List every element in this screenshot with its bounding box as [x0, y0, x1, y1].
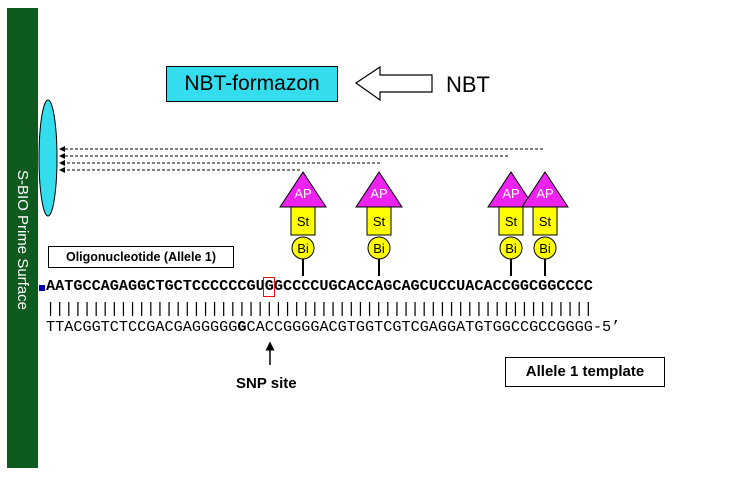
biotin-circle — [367, 236, 391, 260]
prime-surface — [7, 8, 38, 468]
streptavidin-box — [366, 206, 392, 236]
snp-base: G — [237, 318, 247, 336]
nbt-label: NBT — [446, 72, 490, 97]
streptavidin-label: St — [373, 214, 386, 229]
attachment-marker — [39, 285, 45, 291]
biotin-circle — [499, 236, 523, 260]
streptavidin-label: St — [297, 214, 310, 229]
biotin-circle — [533, 236, 557, 260]
oligonucleotide-label: Oligonucleotide (Allele 1) — [48, 246, 234, 268]
template-label: Allele 1 template — [505, 357, 665, 387]
ap-label: AP — [294, 186, 311, 201]
biotin-label: Bi — [505, 241, 517, 256]
conversion-arrow-icon — [354, 65, 433, 102]
pairing-bars: ||||||||||||||||||||||||||||||||||||||||… — [46, 300, 593, 318]
template-sequence-left: TTACGGTCTCCGACGAGGGGG — [46, 318, 238, 336]
ap-triangle — [279, 171, 327, 208]
ap-triangle — [521, 171, 569, 208]
nbt-formazon-box: NBT-formazon — [166, 66, 338, 102]
oligo-sequence: AATGCCAGAGGCTGCTCCCCCCGUGGCCCCUGCACCAGCA… — [46, 277, 593, 295]
ap-label: AP — [502, 186, 519, 201]
biotin-label: Bi — [373, 241, 385, 256]
ap-label: AP — [370, 186, 387, 201]
streptavidin-label: St — [505, 214, 518, 229]
biotin-label: Bi — [539, 241, 551, 256]
template-sequence: TTACGGTCTCCGACGAGGGGGGCACCGGGGACGTGGTCGT… — [46, 318, 620, 336]
streptavidin-box — [532, 206, 558, 236]
ap-label: AP — [536, 186, 553, 201]
streptavidin-box — [498, 206, 524, 236]
conjugate-group: Bi St AP Bi St AP Bi St AP Bi St AP — [279, 171, 569, 276]
snp-site-label: SNP site — [236, 375, 297, 392]
ap-triangle — [487, 171, 535, 208]
biotin-label: Bi — [297, 241, 309, 256]
biotin-circle — [291, 236, 315, 260]
signal-ellipse — [38, 99, 58, 217]
ap-triangle — [355, 171, 403, 208]
snp-highlight-box — [263, 277, 275, 297]
streptavidin-label: St — [539, 214, 552, 229]
template-sequence-right: CACCGGGGACGTGGTCGTCGAGGATGTGGCCGCCGGGG-5… — [246, 318, 621, 336]
